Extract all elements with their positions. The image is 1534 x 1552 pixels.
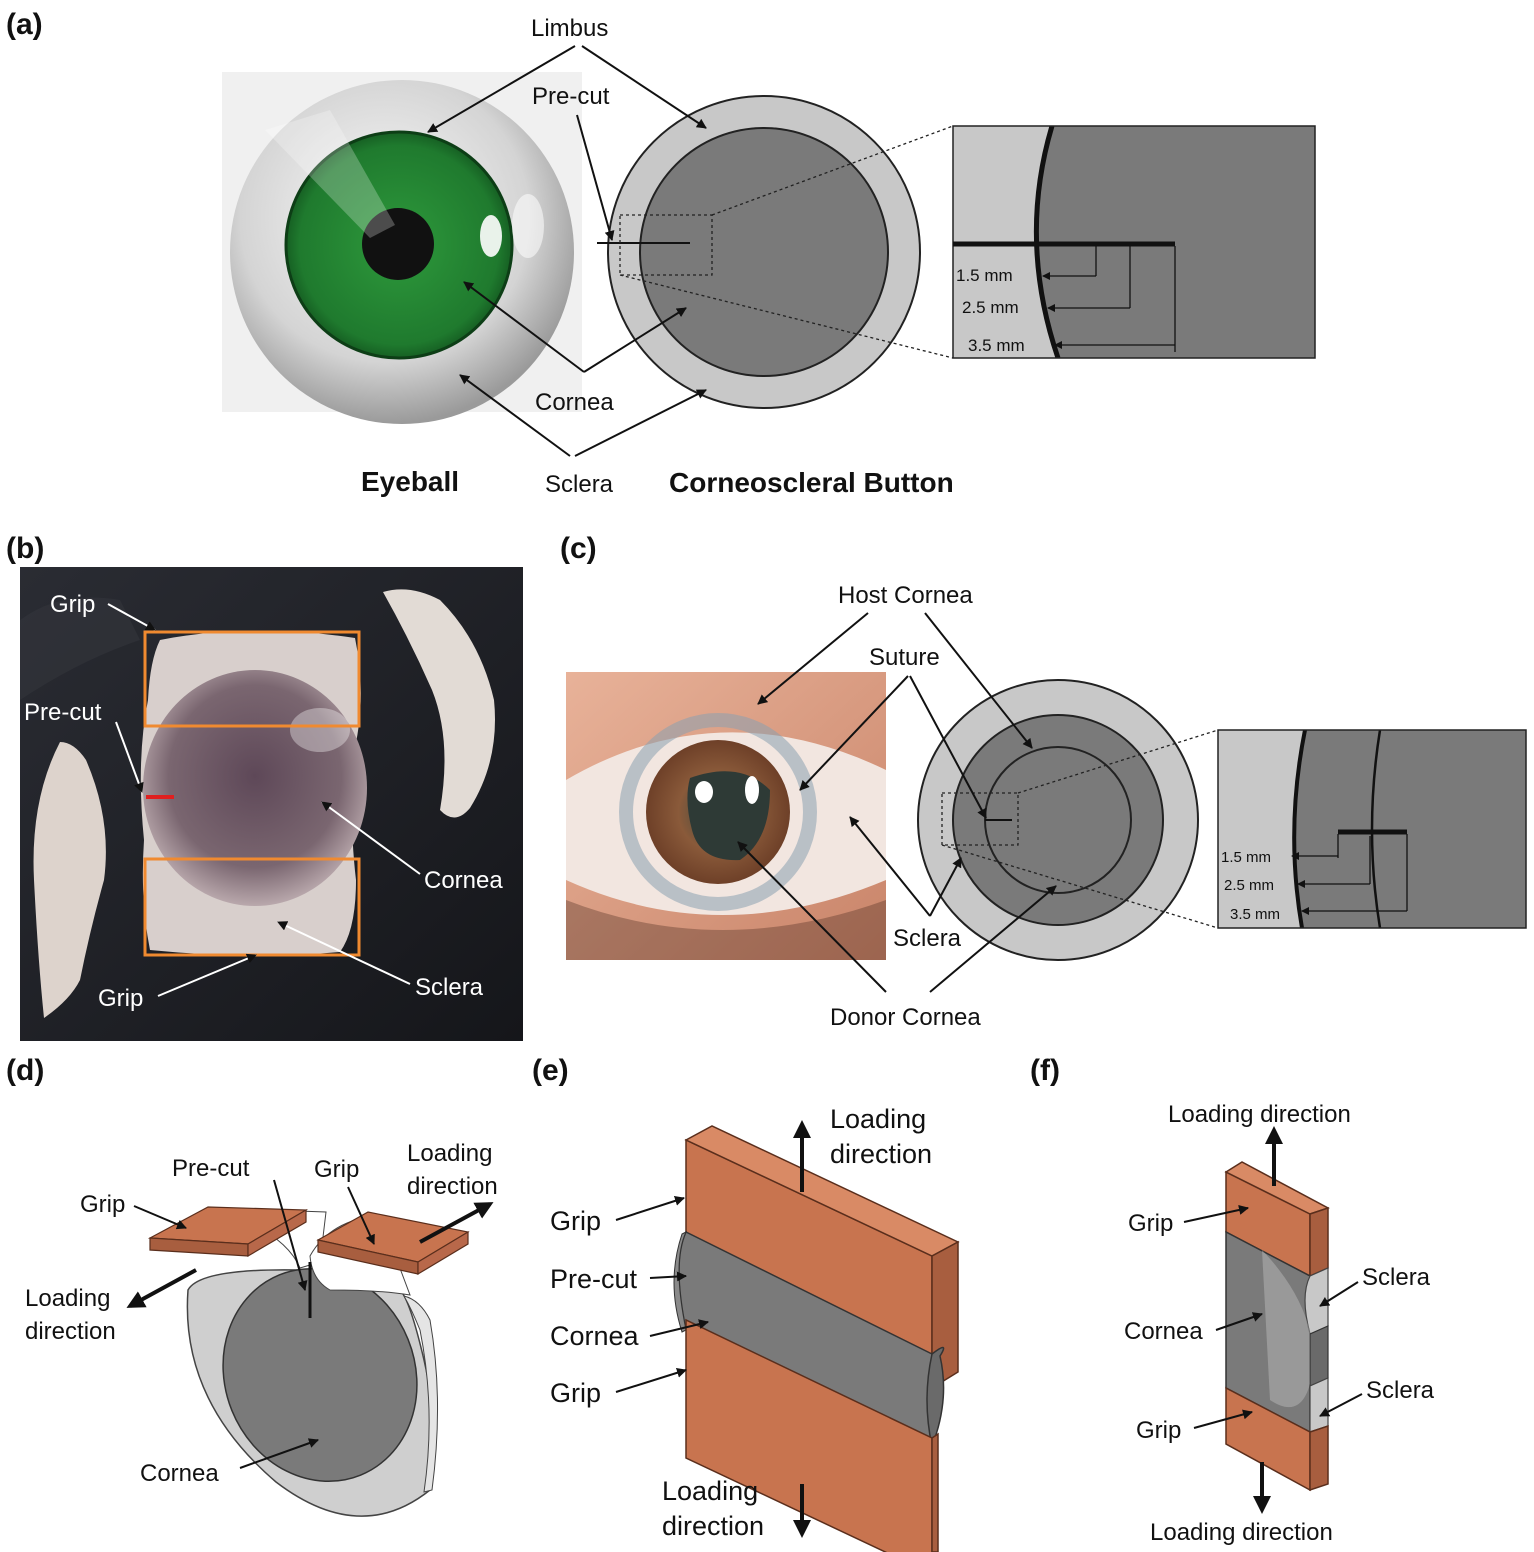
label-suture: Suture [869, 644, 940, 671]
button-cornea [639, 127, 889, 377]
dim-a-2: 2.5 mm [962, 298, 1019, 317]
dim-a-3: 3.5 mm [968, 336, 1025, 355]
label-sclera-f-top: Sclera [1362, 1264, 1431, 1291]
label-sclera-f-bot: Sclera [1366, 1377, 1435, 1404]
panel-label-d: (d) [6, 1054, 44, 1087]
label-loading-e-top-2: direction [830, 1139, 932, 1169]
panel-label-a: (a) [6, 8, 43, 41]
label-cornea-f: Cornea [1124, 1318, 1203, 1345]
d-cornea [222, 1267, 418, 1483]
specimen-photo [20, 567, 523, 1041]
zoom-connector-top [711, 125, 954, 216]
eyeball-glare [265, 110, 395, 238]
specimen-3d-f [1224, 1161, 1330, 1492]
label-grip-e-bottom: Grip [550, 1378, 601, 1408]
label-grip-e-top: Grip [550, 1206, 601, 1236]
photo-sclera-strip-right [383, 589, 495, 818]
panel-label-f: (f) [1030, 1054, 1060, 1087]
d-load-arrow-right [419, 1202, 494, 1244]
corneoscleral-button-diagram [597, 95, 954, 409]
label-cornea-e: Cornea [550, 1321, 640, 1351]
label-grip-d-right: Grip [314, 1156, 359, 1183]
photo-b-labels: Grip Pre-cut Cornea Sclera Grip [24, 591, 503, 1012]
label-precut-e: Pre-cut [550, 1264, 638, 1294]
label-precut-a: Pre-cut [532, 83, 610, 110]
eyeball-pupil [362, 208, 434, 280]
label-precut-b: Pre-cut [24, 699, 102, 726]
label-eyeball: Eyeball [361, 466, 459, 497]
dim-c-3: 3.5 mm [1230, 906, 1280, 923]
label-donor-cornea: Donor Cornea [830, 1004, 981, 1031]
e-grip-bottom-front [685, 1318, 933, 1552]
button-zoom-box [619, 214, 713, 276]
dim-c-2: 2.5 mm [1224, 877, 1274, 894]
keratoplasty-diagram [917, 679, 1219, 961]
label-sclera-c: Sclera [893, 925, 962, 952]
label-grip-f-top: Grip [1128, 1210, 1173, 1237]
label-sclera-b: Sclera [415, 974, 484, 1001]
label-loading-e-bot-1: Loading [662, 1476, 758, 1506]
label-precut-d: Pre-cut [172, 1155, 250, 1182]
label-loading-d-left-2: direction [25, 1318, 116, 1345]
f-sclera-bottom [1309, 1377, 1329, 1433]
label-cornea-b: Cornea [424, 867, 503, 894]
label-loading-f-bot: Loading direction [1150, 1519, 1333, 1546]
label-loading-d-left-1: Loading [25, 1285, 110, 1312]
eyeball-highlight-2 [512, 194, 544, 258]
grip-box-top [143, 630, 361, 728]
label-sclera-a: Sclera [545, 471, 614, 498]
label-grip-b-bottom: Grip [98, 985, 143, 1012]
label-grip-f-bot: Grip [1136, 1417, 1181, 1444]
zoom-detail-a: 1.5 mm 2.5 mm 3.5 mm [952, 125, 1316, 359]
zoom-c-limbus [1292, 730, 1307, 928]
panel-label-c: (c) [560, 532, 597, 565]
label-cornea-a: Cornea [535, 389, 614, 416]
zoom-c-graft-margin [1370, 730, 1382, 928]
zoom-a-limbus-curve [1033, 126, 1061, 358]
label-limbus: Limbus [531, 15, 608, 42]
label-cornea-d: Cornea [140, 1460, 219, 1487]
dim-c-1: 1.5 mm [1221, 849, 1271, 866]
photo-cornea [143, 670, 367, 906]
eyeball-highlight [480, 215, 502, 257]
label-loading-e-bot-2: direction [662, 1511, 764, 1541]
label-loading-e-top-1: Loading [830, 1104, 926, 1134]
specimen-3d-d [147, 1206, 470, 1517]
transplant-eye-photo [566, 672, 886, 960]
label-corneoscleral-button: Corneoscleral Button [669, 467, 954, 498]
c-zoom-box [941, 792, 1019, 846]
label-grip-d-left: Grip [80, 1191, 125, 1218]
dim-a-1: 1.5 mm [956, 266, 1013, 285]
label-loading-d-right-2: direction [407, 1173, 498, 1200]
label-grip-b-top: Grip [50, 591, 95, 618]
label-host-cornea: Host Cornea [838, 582, 973, 609]
label-loading-d-right-1: Loading [407, 1140, 492, 1167]
d-load-arrow-left [126, 1268, 197, 1308]
panel-label-b: (b) [6, 532, 44, 565]
label-loading-f-top: Loading direction [1168, 1101, 1351, 1128]
specimen-3d-e [673, 1125, 960, 1552]
zoom-detail-c: 1.5 mm 2.5 mm 3.5 mm [1217, 729, 1527, 929]
photo-sclera-strip-left [33, 742, 106, 1018]
eyeball-illustration [222, 72, 582, 424]
panel-label-e: (e) [532, 1054, 569, 1087]
